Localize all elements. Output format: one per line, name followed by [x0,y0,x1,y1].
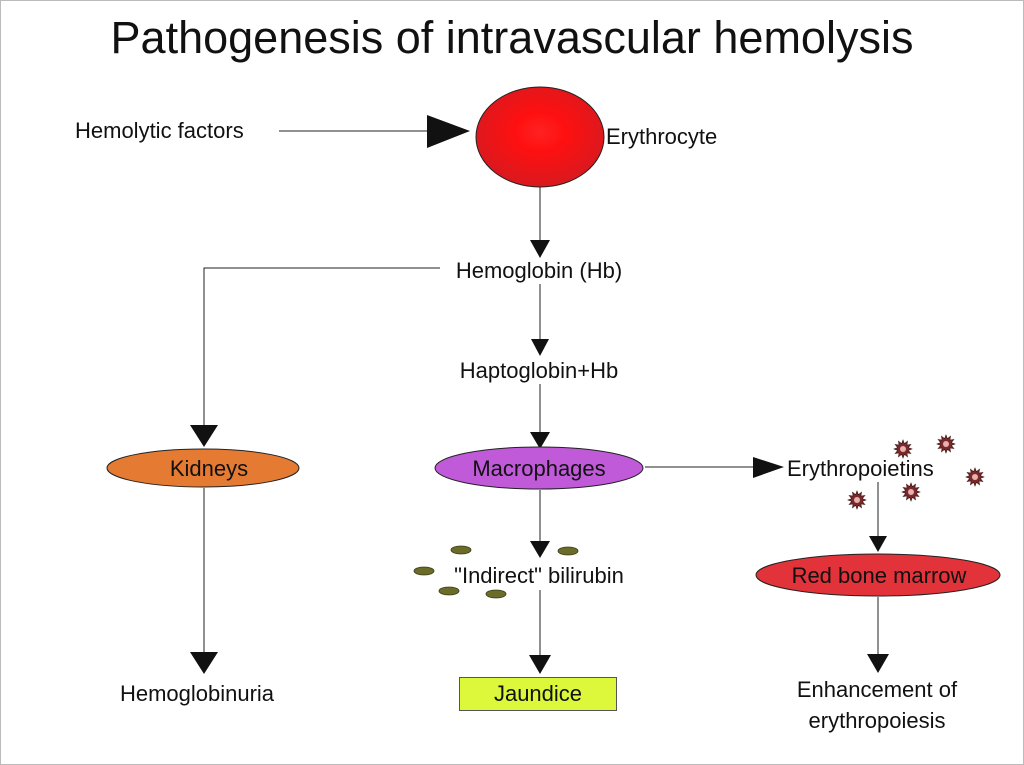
arrow-hemoglobin-to-kidneys [203,267,440,425]
erythrocyte-cell [475,86,605,188]
arrowhead-enhancement [867,654,889,673]
arrowhead-haptoglobin [531,339,549,356]
bilirubin-dot [557,546,579,556]
label-hemoglobin: Hemoglobin (Hb) [455,258,623,283]
erythropoietin-glyph [936,434,956,454]
enhancement-line-1: Enhancement of [796,677,958,702]
arrowhead-hemoglobinuria [190,652,218,674]
arrowhead-hemolytic [427,115,470,148]
erythropoietin-molecules [847,434,985,510]
label-hemolytic-factors: Hemolytic factors [75,118,244,143]
label-erythrocyte: Erythrocyte [606,124,718,149]
arrowhead-bilirubin [530,541,550,558]
arrowhead-marrow [869,536,887,552]
label-kidneys: Kidneys [169,456,249,481]
label-hemoglobinuria: Hemoglobinuria [119,681,275,706]
kidneys-node [106,448,300,488]
erythropoietin-glyph [893,439,913,459]
arrowhead-kidneys [190,425,218,447]
bilirubin-particles [413,545,579,599]
red-bone-marrow-node [755,553,1001,597]
bilirubin-dot [438,586,460,596]
erythropoietin-glyph [965,467,985,487]
bilirubin-dot [413,566,435,576]
enhancement-line-2: erythropoiesis [808,708,946,733]
label-macrophages: Macrophages [472,456,606,481]
macrophages-node [434,446,644,490]
bilirubin-dot [485,589,507,599]
erythropoietin-glyph [847,490,867,510]
arrowhead-hemoglobin [530,240,550,258]
label-haptoglobin: Haptoglobin+Hb [459,358,619,383]
jaundice-box: Jaundice [459,677,617,711]
label-red-bone-marrow: Red bone marrow [791,563,967,588]
bilirubin-dot [450,545,472,555]
label-enhancement-of-erythropoiesis: Enhancement of erythropoiesis [757,674,997,736]
label-indirect-bilirubin: "Indirect" bilirubin [454,563,624,588]
erythropoietin-glyph [901,482,921,502]
arrowhead-macrophages [530,432,550,449]
diagram-title: Pathogenesis of intravascular hemolysis [110,12,914,63]
label-erythropoietins: Erythropoietins [787,456,934,481]
arrowhead-jaundice [529,655,551,674]
arrowhead-erythropoietins [753,457,784,478]
